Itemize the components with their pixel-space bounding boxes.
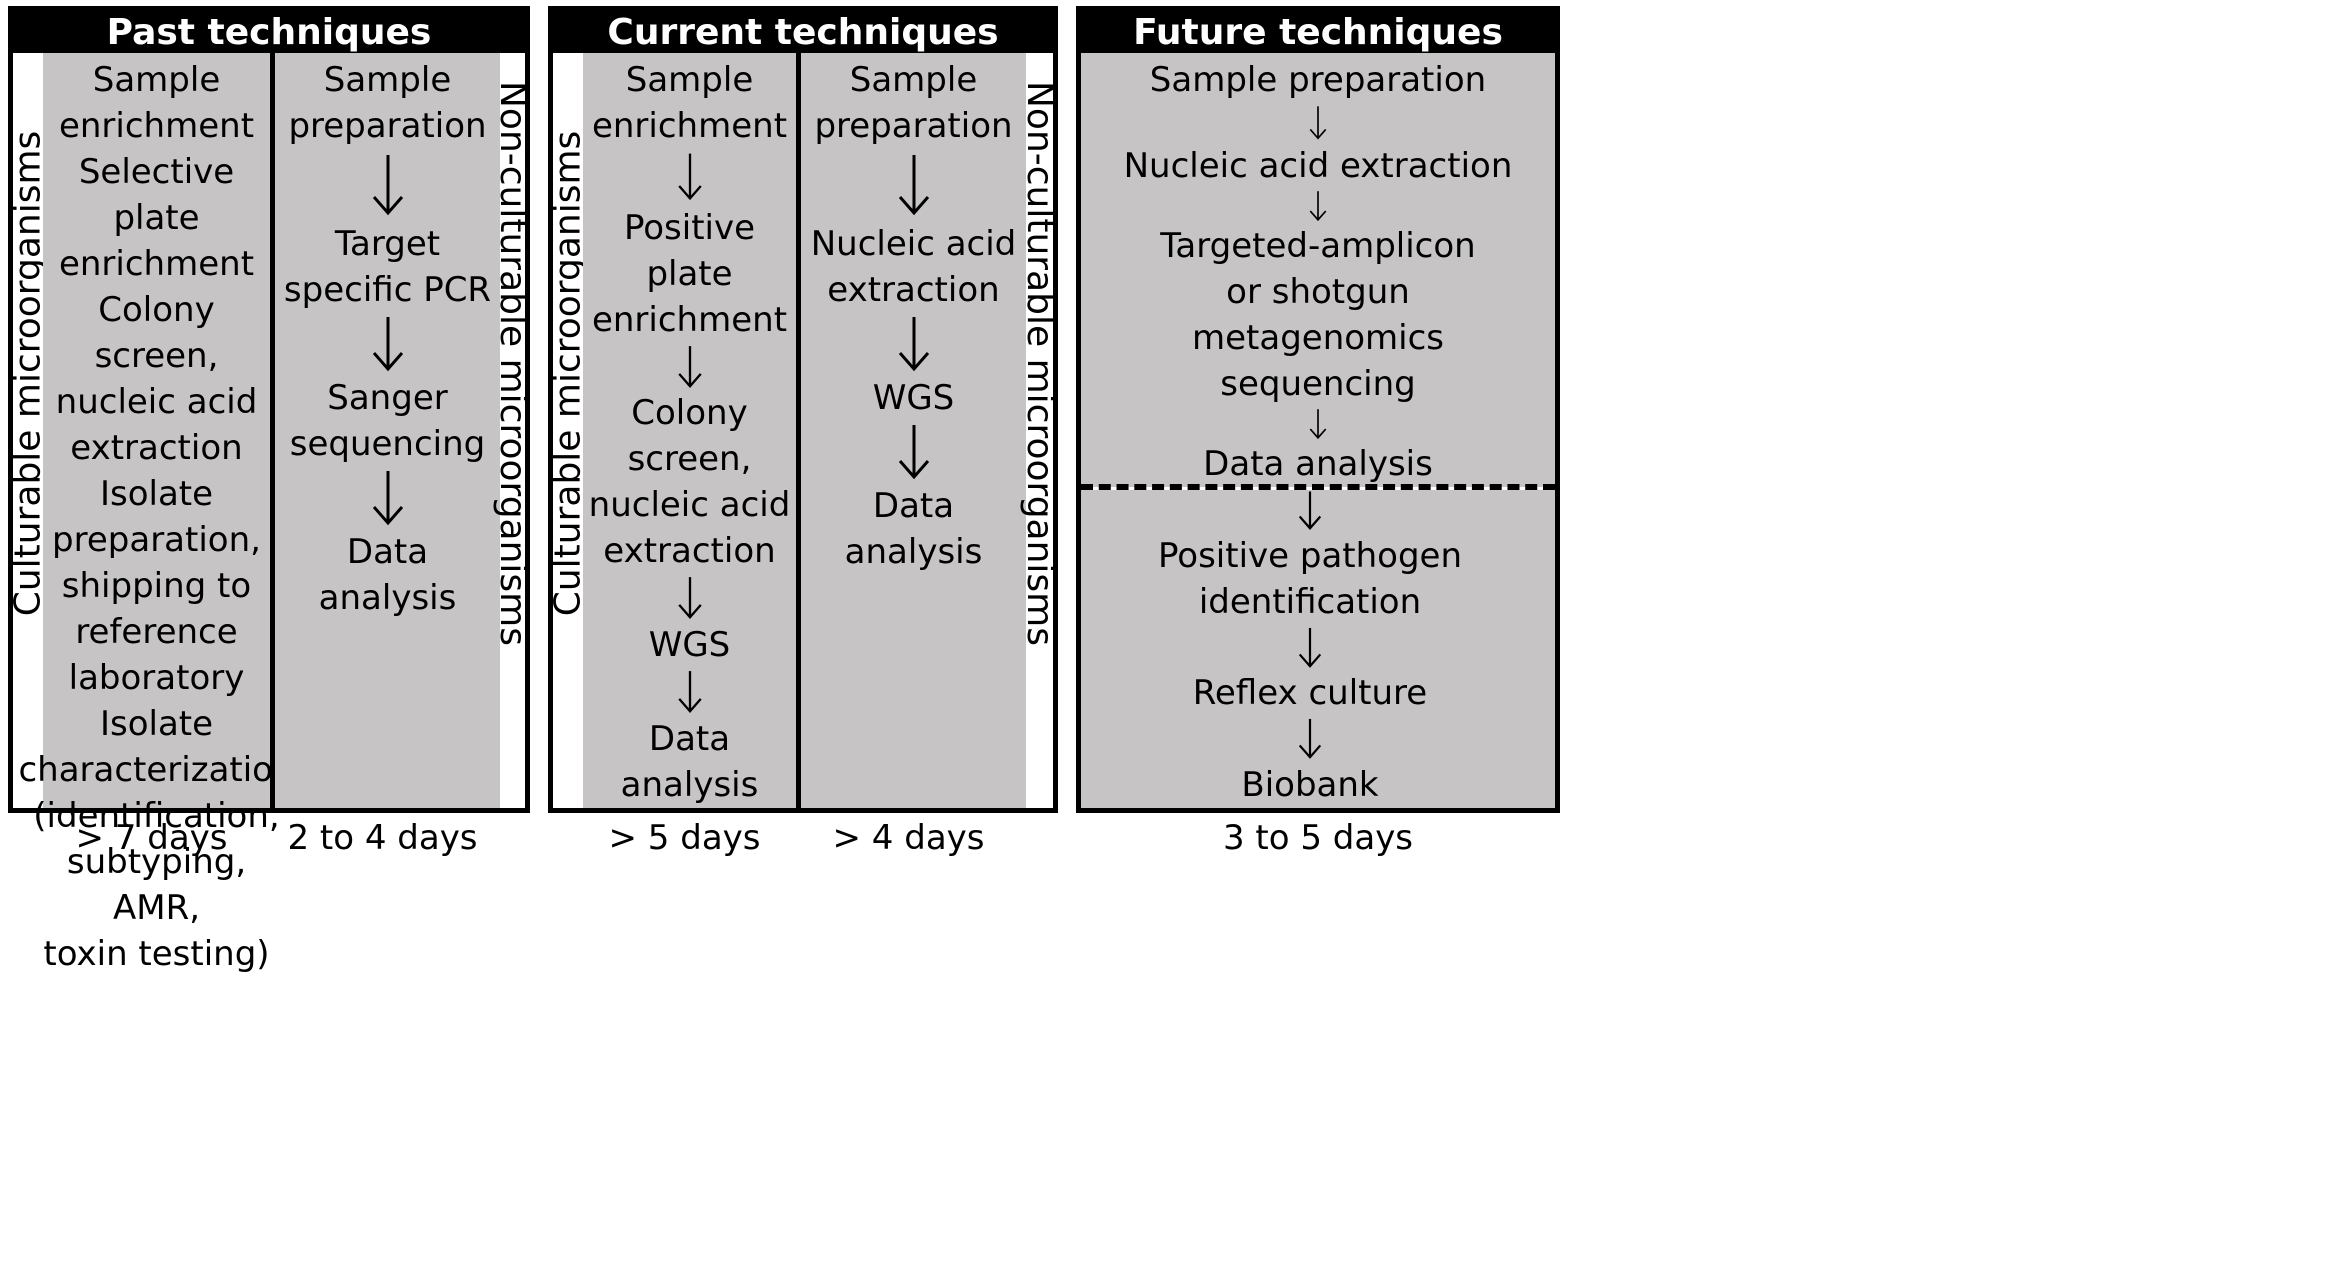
flow-step: Data analysis bbox=[318, 532, 457, 618]
flow-step: Positive pathogen identification bbox=[1157, 535, 1463, 622]
past-nonculturable-label: Non-culturable microorganisms bbox=[492, 80, 534, 647]
down-arrow-icon bbox=[1298, 719, 1322, 760]
past-divider bbox=[270, 53, 275, 808]
current-panel: Current techniques Culturable microorgan… bbox=[547, 6, 1061, 813]
flow-step: Data analysis bbox=[620, 719, 759, 806]
down-arrow-icon bbox=[1298, 491, 1322, 530]
current-panel-title: Current techniques bbox=[553, 11, 1053, 53]
flow-step: Isolate characterization (identification… bbox=[18, 704, 295, 974]
future-top-section: Sample preparation Nucleic acid extracti… bbox=[1081, 53, 1555, 487]
current-nonculturable-label: Non-culturable microorganisms bbox=[1019, 80, 1061, 647]
flow-step: Sample preparation bbox=[288, 60, 487, 146]
past-culturable-column: Sample enrichment Selective plate enrich… bbox=[18, 53, 295, 974]
flow-step: Nucleic acid extraction bbox=[1123, 145, 1513, 186]
future-panel-title: Future techniques bbox=[1081, 11, 1555, 53]
down-arrow-icon bbox=[1309, 190, 1327, 221]
current-nonculturable-duration: > 4 days bbox=[832, 818, 985, 858]
flow-step: Data analysis bbox=[844, 486, 983, 572]
current-nonculturable-column: Sample preparation Nucleic acid extracti… bbox=[801, 53, 1026, 808]
flow-step: Sample enrichment bbox=[58, 60, 255, 146]
past-panel-title: Past techniques bbox=[13, 11, 525, 53]
flow-step: Reflex culture bbox=[1192, 673, 1428, 714]
down-arrow-icon bbox=[677, 671, 702, 714]
flow-step: Sample preparation bbox=[1149, 60, 1487, 100]
future-dashed-divider bbox=[1081, 484, 1555, 490]
flow-step: Colony screen, nucleic acid extraction bbox=[588, 393, 791, 572]
future-bottom-section: Positive pathogen identification Reflex … bbox=[1081, 490, 1555, 808]
down-arrow-icon bbox=[898, 155, 929, 216]
flow-step: Sample enrichment bbox=[591, 60, 788, 146]
flow-step: Nucleic acid extraction bbox=[810, 224, 1017, 310]
flow-step: Sanger sequencing bbox=[289, 378, 486, 464]
down-arrow-icon bbox=[372, 317, 403, 372]
flow-step: Positive plate enrichment bbox=[591, 207, 788, 340]
current-culturable-label: Culturable microorganisms bbox=[547, 130, 589, 617]
flow-step: Isolate preparation, shipping to referen… bbox=[52, 474, 261, 698]
flow-step: Selective plate enrichment bbox=[58, 152, 255, 284]
down-arrow-icon bbox=[372, 155, 403, 216]
past-culturable-duration: > 7 days bbox=[75, 818, 228, 858]
down-arrow-icon bbox=[677, 577, 702, 620]
current-culturable-duration: > 5 days bbox=[608, 818, 761, 858]
flow-step: Biobank bbox=[1241, 764, 1379, 805]
current-culturable-column: Sample enrichment Positive plate enrichm… bbox=[583, 53, 796, 808]
current-divider bbox=[796, 53, 801, 808]
future-duration: 3 to 5 days bbox=[1222, 818, 1414, 858]
down-arrow-icon bbox=[372, 471, 403, 526]
flow-step: Targeted-amplicon or shotgun metagenomic… bbox=[1160, 225, 1476, 404]
flow-step: Target specific PCR bbox=[283, 224, 492, 310]
down-arrow-icon bbox=[677, 153, 702, 201]
down-arrow-icon bbox=[898, 317, 929, 372]
down-arrow-icon bbox=[1309, 106, 1327, 140]
flow-step: WGS bbox=[648, 625, 731, 666]
down-arrow-icon bbox=[1309, 409, 1327, 439]
down-arrow-icon bbox=[1298, 627, 1322, 668]
past-culturable-label: Culturable microorganisms bbox=[7, 130, 49, 617]
past-panel: Past techniques Culturable microorganism… bbox=[7, 6, 534, 974]
flow-step: Colony screen, nucleic acid extraction bbox=[55, 290, 258, 468]
future-panel: Future techniques Sample preparation Nuc… bbox=[1076, 6, 1560, 813]
past-nonculturable-column: Sample preparation Target specific PCR S… bbox=[275, 53, 500, 808]
flow-step: WGS bbox=[872, 378, 955, 418]
down-arrow-icon bbox=[898, 425, 929, 480]
past-nonculturable-duration: 2 to 4 days bbox=[287, 818, 478, 858]
down-arrow-icon bbox=[677, 345, 702, 388]
flow-step: Sample preparation bbox=[814, 60, 1013, 146]
flow-step: Data analysis bbox=[1203, 443, 1433, 484]
